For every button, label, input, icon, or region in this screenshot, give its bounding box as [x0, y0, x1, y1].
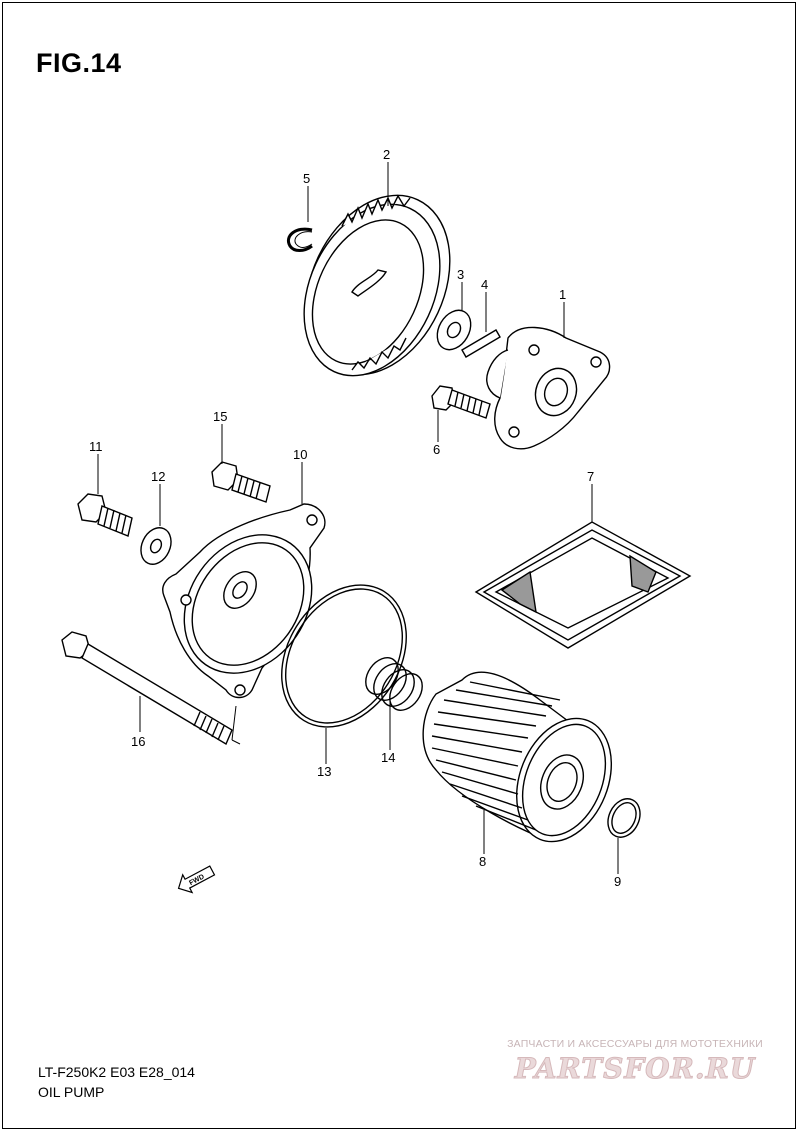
- part-8-oil-filter[interactable]: [422, 671, 629, 856]
- leader-lines: [97, 162, 619, 874]
- part-11-bolt[interactable]: [77, 493, 133, 537]
- part-4-pin[interactable]: [461, 329, 501, 358]
- callout-9: 9: [614, 874, 621, 889]
- figure-title: FIG.14: [36, 48, 122, 78]
- watermark-logo: PARTSFOR.RU: [514, 1052, 756, 1086]
- part-14-spring[interactable]: [359, 652, 429, 717]
- watermark-tagline: ЗАПЧАСТИ И АКСЕССУАРЫ ДЛЯ МОТОТЕХНИКИ: [507, 1038, 763, 1050]
- callout-2: 2: [383, 147, 390, 162]
- callout-16: 16: [131, 734, 145, 749]
- part-1-oil-pump[interactable]: [486, 326, 611, 450]
- callout-labels: 1 2 3 4 5 6 7 8 9 10 11 12 13 14 15 16: [89, 147, 621, 889]
- part-9-o-ring[interactable]: [602, 794, 646, 843]
- part-12-washer[interactable]: [135, 523, 176, 569]
- part-16-long-bolt[interactable]: [61, 631, 233, 746]
- callout-12: 12: [151, 469, 165, 484]
- callout-6: 6: [433, 442, 440, 457]
- watermark: ЗАПЧАСТИ И АКСЕССУАРЫ ДЛЯ МОТОТЕХНИКИ PA…: [490, 1038, 780, 1086]
- part-15-bolt[interactable]: [211, 461, 271, 503]
- callout-5: 5: [303, 171, 310, 186]
- part-2-driven-gear[interactable]: [278, 172, 478, 398]
- callout-3: 3: [457, 267, 464, 282]
- part-6-bolt[interactable]: [431, 385, 491, 419]
- callout-8: 8: [479, 854, 486, 869]
- part-7-gasket[interactable]: [474, 521, 692, 649]
- forward-direction-arrow: FWD: [177, 865, 216, 894]
- callout-4: 4: [481, 277, 488, 292]
- callout-14: 14: [381, 750, 395, 765]
- figure-caption: OIL PUMP: [38, 1084, 105, 1100]
- part-10-filter-cap[interactable]: [158, 503, 338, 699]
- model-code: LT-F250K2 E03 E28_014: [38, 1064, 195, 1080]
- callout-15: 15: [213, 409, 227, 424]
- part-5-circlip[interactable]: [287, 227, 313, 252]
- callout-10: 10: [293, 447, 307, 462]
- callout-1: 1: [559, 287, 566, 302]
- part-3-washer[interactable]: [431, 304, 478, 355]
- callout-11: 11: [89, 439, 103, 454]
- callout-13: 13: [317, 764, 331, 779]
- callout-7: 7: [587, 469, 594, 484]
